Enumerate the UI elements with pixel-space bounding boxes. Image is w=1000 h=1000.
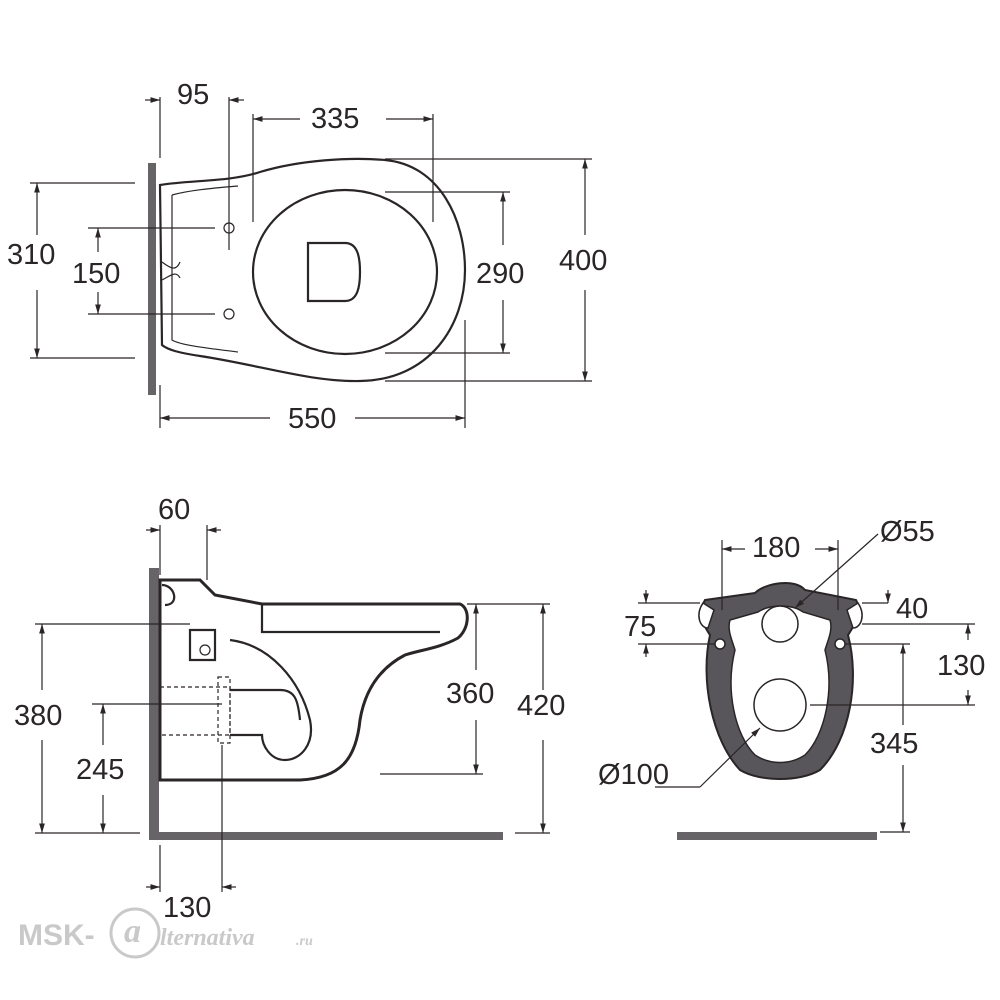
top-wall [148, 163, 156, 395]
watermark-logo: MSK- a lternativa .ru [18, 907, 313, 959]
watermark-circle-icon [109, 907, 161, 959]
back-dim-40: 40 [896, 593, 928, 625]
side-inlet [161, 583, 217, 662]
side-dim-245: 245 [76, 754, 124, 786]
watermark-domain: .ru [296, 934, 313, 949]
top-bowl-outline [158, 157, 467, 383]
back-floor [677, 832, 877, 840]
watermark-brand: MSK- [18, 919, 95, 952]
back-dim-180: 180 [752, 532, 800, 564]
side-dim-420: 420 [517, 690, 565, 722]
side-seat [260, 604, 440, 634]
side-dim-60: 60 [158, 494, 190, 526]
back-dim-diameter-100: Ø100 [598, 759, 669, 791]
top-dim-290: 290 [476, 258, 524, 290]
back-dimension-lines [638, 533, 975, 833]
side-dimension-lines [35, 525, 550, 892]
top-dim-310: 310 [7, 239, 55, 271]
side-floor [149, 832, 503, 840]
top-dim-400: 400 [559, 245, 607, 277]
top-inner-rim [171, 185, 239, 353]
back-view: 180 Ø55 75 40 130 345 Ø100 [598, 516, 985, 840]
back-dim-diameter-55: Ø55 [880, 516, 935, 548]
back-dim-345: 345 [870, 728, 918, 760]
top-dimension-lines [30, 97, 592, 428]
side-dim-130: 130 [163, 892, 211, 924]
side-dim-380: 380 [14, 700, 62, 732]
side-toilet-body [158, 578, 469, 782]
top-view: 95 335 310 150 290 400 550 [7, 79, 607, 435]
top-dim-550: 550 [288, 403, 336, 435]
side-view: 60 380 245 360 420 130 [14, 494, 565, 924]
top-fixing-hole-lower [223, 308, 235, 320]
side-trap [229, 638, 313, 762]
top-bowl-opening [306, 241, 362, 303]
watermark-logo-letter: a [124, 913, 141, 950]
side-dim-360: 360 [446, 678, 494, 710]
top-dim-95: 95 [177, 79, 209, 111]
top-dim-335: 335 [311, 103, 359, 135]
back-dim-130: 130 [937, 650, 985, 682]
watermark-tail: lternativa [160, 925, 255, 951]
back-dim-75: 75 [624, 611, 656, 643]
top-seat [251, 188, 439, 356]
side-outlet-pipe [159, 686, 231, 736]
top-dim-150: 150 [72, 258, 120, 290]
